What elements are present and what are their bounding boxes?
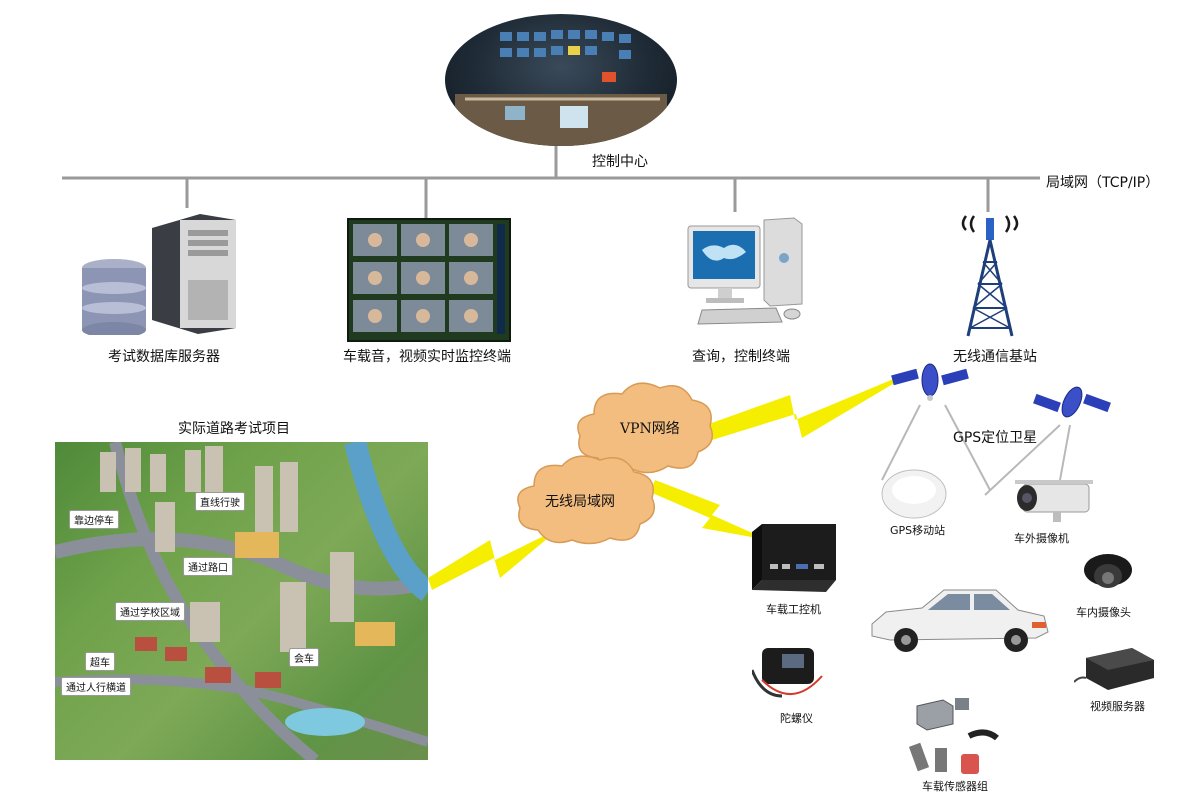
industrial-computer-icon — [752, 524, 836, 592]
monitor-wall-icon — [455, 30, 667, 146]
map-tag-intersection: 通过路口 — [183, 557, 233, 576]
road-test-map: 靠边停车 直线行驶 通过路口 通过学校区域 超车 会车 通过人行横道 — [55, 442, 428, 760]
gps-satellite-label: GPS定位卫星 — [953, 430, 1038, 446]
gps-antenna-icon — [881, 469, 947, 519]
outside-camera-label: 车外摄像机 — [1014, 532, 1069, 545]
control-center-photo — [445, 14, 677, 146]
video-monitor-screen — [347, 218, 511, 342]
map-tag-straight: 直线行驶 — [195, 492, 245, 511]
bolt-vpn-base — [706, 368, 920, 440]
gyroscope-icon — [752, 648, 823, 698]
query-terminal-label: 查询，控制终端 — [692, 349, 790, 365]
map-tag-overtake: 超车 — [85, 652, 115, 671]
map-tag-meet: 会车 — [289, 648, 319, 667]
antenna-tower-icon — [961, 215, 1019, 337]
bolt-wlan-computer — [650, 480, 768, 540]
vpn-cloud-icon — [577, 382, 713, 474]
sat-link-4 — [984, 424, 1061, 496]
road-test-title: 实际道路考试项目 — [178, 421, 290, 437]
base-station-label: 无线通信基站 — [953, 349, 1037, 365]
map-tag-crosswalk: 通过人行横道 — [61, 677, 131, 696]
video-terminal-label: 车载音，视频实时监控终端 — [343, 349, 511, 365]
control-center-label: 控制中心 — [592, 154, 648, 170]
sensor-group-icon — [908, 698, 999, 774]
map-tag-pull-over: 靠边停车 — [69, 510, 119, 529]
satellite-icon-2 — [1033, 386, 1111, 418]
outside-camera-icon — [1015, 480, 1093, 522]
inside-camera-label: 车内摄像头 — [1076, 606, 1131, 619]
video-server-icon — [1074, 648, 1154, 690]
video-grid-icon — [353, 224, 505, 334]
dome-camera-icon — [1084, 554, 1132, 588]
satellite-icon-1 — [891, 363, 969, 401]
wlan-cloud-label: 无线局域网 — [545, 494, 615, 510]
gyroscope-label: 陀螺仪 — [780, 712, 813, 725]
database-server-icon — [82, 214, 236, 335]
video-server-label: 视频服务器 — [1090, 700, 1145, 713]
city-map-illustration — [55, 442, 428, 760]
bolt-map-wlan — [428, 528, 560, 590]
sat-link-2 — [944, 404, 991, 491]
desktop-computer-icon — [687, 217, 803, 325]
map-tag-school-zone: 通过学校区域 — [115, 602, 185, 621]
sat-link-1 — [881, 404, 921, 481]
sensors-label: 车载传感器组 — [922, 780, 988, 793]
wlan-cloud-icon — [517, 455, 655, 545]
gps-station-label: GPS移动站 — [890, 524, 946, 537]
sat-link-3 — [1059, 424, 1071, 481]
vpn-cloud-label: VPN网络 — [620, 421, 680, 437]
db-server-label: 考试数据库服务器 — [108, 349, 220, 365]
vehicle-computer-label: 车载工控机 — [766, 603, 821, 616]
lan-label: 局域网（TCP/IP） — [1046, 175, 1160, 191]
exam-car-icon — [871, 589, 1049, 652]
